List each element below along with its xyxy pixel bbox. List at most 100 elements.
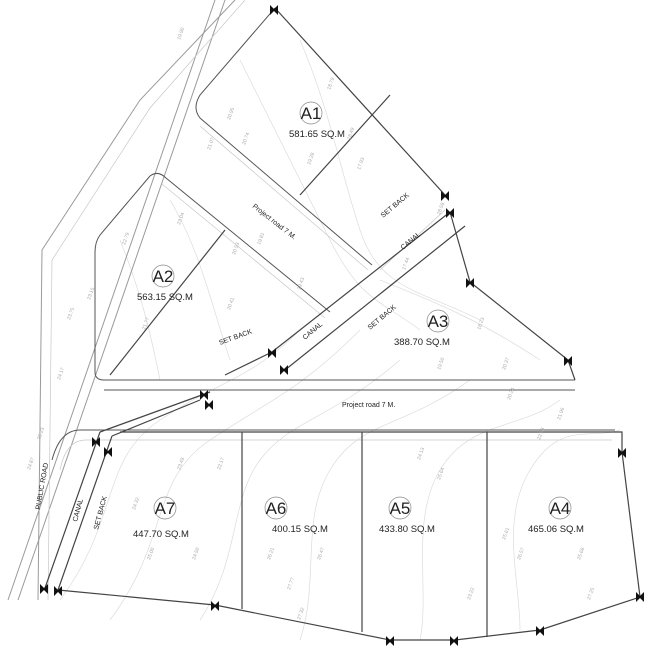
svg-text:433.80 SQ.M: 433.80 SQ.M — [379, 524, 435, 535]
spot-elevation: 24.87 — [26, 457, 36, 471]
spot-elevation: 25.61 — [501, 527, 511, 541]
plot-label-A3: A3 388.70 SQ.M — [394, 309, 450, 348]
plot-label-A1: A1 581.65 SQ.M — [289, 101, 345, 140]
spot-elevation: 26.47 — [316, 547, 326, 561]
contour-lines — [59, 39, 621, 641]
spot-elevation: 27.32 — [296, 607, 306, 621]
spot-elevation: 24.13 — [416, 447, 426, 461]
spot-elevation: 25.68 — [576, 547, 586, 561]
marker-icon — [386, 636, 394, 646]
spot-elevation: 21.07 — [206, 137, 216, 151]
spot-elevation: 20.41 — [226, 297, 236, 311]
plot-label-A4: A4 465.06 SQ.M — [528, 496, 584, 535]
spot-elevation: 22.17 — [216, 457, 226, 471]
plot-A2 — [94, 175, 575, 381]
marker-icon — [450, 636, 458, 646]
spot-elevation: 27.25 — [586, 587, 596, 601]
spot-elevation: 17.93 — [356, 157, 366, 171]
spot-elevation: 18.49 — [346, 127, 356, 141]
spot-elevation: 20.95 — [226, 107, 236, 121]
spot-elevation: 25.64 — [436, 467, 446, 481]
spot-elevation: 20.74 — [241, 132, 251, 146]
spot-elevation: 17.44 — [401, 257, 411, 271]
marker-icon — [200, 390, 208, 400]
marker-icon — [268, 348, 276, 358]
survey-markers — [40, 5, 644, 646]
svg-text:A1: A1 — [301, 104, 322, 123]
marker-icon — [104, 447, 112, 457]
svg-text:A6: A6 — [266, 499, 287, 518]
plot-A1 — [274, 7, 446, 271]
plot-label-A5: A5 433.80 SQ.M — [379, 496, 435, 535]
svg-text:447.70 SQ.M: 447.70 SQ.M — [133, 529, 189, 540]
svg-text:A4: A4 — [550, 499, 571, 518]
spot-elevation: 19.28 — [306, 152, 316, 166]
spot-elevation: 24.17 — [56, 367, 66, 381]
spot-elevation: 21.77 — [141, 317, 151, 331]
setback-label-a7: SET BACK — [93, 495, 109, 530]
svg-text:A5: A5 — [390, 499, 411, 518]
south-plots — [44, 391, 641, 641]
marker-icon — [92, 437, 100, 447]
spot-elevation: 24.50 — [191, 547, 201, 561]
marker-icon — [280, 365, 288, 375]
canal-label-mid: CANAL — [302, 321, 324, 341]
canal-label-upper: CANAL — [400, 231, 422, 251]
elevation-labels: 19.90 20.95 21.07 20.74 18.79 17.93 18.49 19.28… — [26, 27, 596, 621]
setback-label-a1: SET BACK — [380, 192, 411, 220]
marker-icon — [636, 592, 644, 602]
svg-text:400.15 SQ.M: 400.15 SQ.M — [272, 524, 328, 535]
spot-elevation: 19.50 — [436, 357, 446, 371]
project-road-upper — [149, 7, 373, 319]
spot-elevation: 21.96 — [556, 407, 566, 421]
spot-elevation: 23.22 — [466, 587, 476, 601]
spot-elevation: 25.23 — [36, 427, 46, 441]
plot-label-A6: A6 400.15 SQ.M — [264, 496, 328, 535]
public-road — [7, 0, 246, 601]
marker-icon — [205, 400, 213, 410]
spot-elevation: 22.23 — [536, 427, 546, 441]
spot-elevation: 19.81 — [256, 232, 266, 246]
setback-label-a2: SET BACK — [218, 328, 253, 346]
plot-label-A2: A2 563.15 SQ.M — [137, 264, 193, 303]
spot-elevation: 19.90 — [176, 27, 186, 41]
spot-elevation: 23.75 — [66, 307, 76, 321]
spot-elevation: 18.79 — [326, 77, 336, 91]
spot-elevation: 22.79 — [121, 232, 131, 246]
marker-icon — [446, 208, 454, 218]
spot-elevation: 24.32 — [131, 497, 141, 511]
project-road-lower-label: Project road 7 M. — [342, 402, 395, 409]
project-road-upper-label: Project road 7 M. — [251, 203, 297, 241]
spot-elevation: 23.04 — [176, 212, 186, 226]
plot-A3 — [104, 211, 576, 391]
marker-icon — [54, 586, 62, 596]
svg-text:A2: A2 — [153, 267, 174, 286]
svg-text:A7: A7 — [155, 499, 176, 518]
marker-icon — [40, 584, 48, 594]
marker-icon — [270, 5, 278, 15]
spot-elevation: 20.24 — [506, 387, 516, 401]
spot-elevation: 19.43 — [296, 277, 306, 291]
marker-icon — [618, 448, 626, 458]
spot-elevation: 23.15 — [86, 287, 96, 301]
spot-elevation: 26.21 — [266, 547, 276, 561]
spot-elevation: 18.23 — [476, 317, 486, 331]
marker-icon — [211, 601, 219, 611]
marker-icon — [441, 191, 449, 201]
spot-elevation: 20.53 — [231, 242, 241, 256]
marker-icon — [536, 626, 544, 636]
spot-elevation: 28.58 — [436, 202, 446, 216]
svg-text:563.15 SQ.M: 563.15 SQ.M — [137, 292, 193, 303]
spot-elevation: 20.37 — [501, 357, 511, 371]
svg-text:581.65 SQ.M: 581.65 SQ.M — [289, 129, 345, 140]
spot-elevation: 27.77 — [286, 577, 296, 591]
spot-elevation: 26.57 — [516, 547, 526, 561]
spot-elevation: 23.49 — [176, 457, 186, 471]
marker-icon — [466, 278, 474, 288]
plot-label-A7: A7 447.70 SQ.M — [133, 496, 189, 540]
svg-text:388.70 SQ.M: 388.70 SQ.M — [394, 337, 450, 348]
svg-text:A3: A3 — [428, 312, 449, 331]
public-road-label: PUBLIC ROAD — [35, 462, 50, 510]
marker-icon — [564, 356, 572, 366]
